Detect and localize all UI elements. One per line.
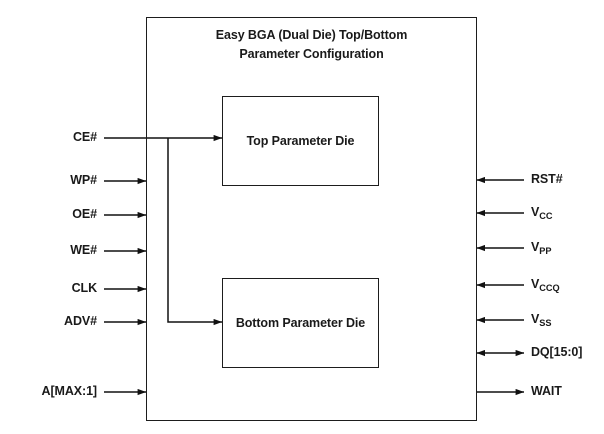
top-parameter-die-block: Top Parameter Die xyxy=(222,96,379,186)
pin-label-ce: CE# xyxy=(73,130,97,144)
pin-label-oe: OE# xyxy=(72,207,97,221)
bottom-parameter-die-label: Bottom Parameter Die xyxy=(235,316,366,330)
pin-subscript-vccq: CCQ xyxy=(539,283,560,293)
pin-text-ce: CE# xyxy=(72,130,97,144)
pin-subscript-vpp: PP xyxy=(539,246,552,256)
pin-subscript-vcc: CC xyxy=(539,211,553,221)
pin-label-vccq: VCCQ xyxy=(531,277,560,293)
diagram-title-line-1: Easy BGA (Dual Die) Top/Bottom xyxy=(215,28,408,42)
pin-text-clk: CLK xyxy=(71,281,97,295)
pin-label-vcc: VCC xyxy=(531,205,553,221)
pin-label-dq-bus: DQ[15:0] xyxy=(531,345,582,359)
pin-label-clk: CLK xyxy=(72,281,97,295)
pin-label-we: WE# xyxy=(70,243,97,257)
pin-label-address-bus: A[MAX:1] xyxy=(41,384,98,398)
pin-text-vccq: V xyxy=(531,277,540,291)
pin-label-vpp: VPP xyxy=(531,240,552,256)
pin-text-vcc: V xyxy=(531,205,540,219)
pin-subscript-vss: SS xyxy=(539,318,552,328)
pin-label-vss: VSS xyxy=(531,312,552,328)
pin-label-wp: WP# xyxy=(70,173,97,187)
pin-label-adv: ADV# xyxy=(64,314,97,328)
pin-text-wait: WAIT xyxy=(531,384,562,398)
diagram-title: Easy BGA (Dual Die) Top/Bottom Parameter… xyxy=(146,26,477,64)
pin-text-wp: WP# xyxy=(70,173,97,187)
pin-text-rst: RST# xyxy=(531,172,563,186)
pin-text-adv: ADV# xyxy=(64,314,97,328)
pin-text-address-bus: A[MAX:1] xyxy=(41,384,98,398)
package-outline xyxy=(146,17,477,421)
pin-text-vss: V xyxy=(531,312,540,326)
pin-label-wait: WAIT xyxy=(531,384,562,398)
pin-label-rst: RST# xyxy=(531,172,563,186)
pin-text-we: WE# xyxy=(70,243,97,257)
top-parameter-die-label: Top Parameter Die xyxy=(246,134,355,148)
pin-text-dq-bus: DQ[15:0] xyxy=(531,345,583,359)
pin-text-oe: OE# xyxy=(72,207,97,221)
diagram-title-line-2: Parameter Configuration xyxy=(239,47,384,61)
bottom-parameter-die-block: Bottom Parameter Die xyxy=(222,278,379,368)
pin-text-vpp: V xyxy=(531,240,540,254)
